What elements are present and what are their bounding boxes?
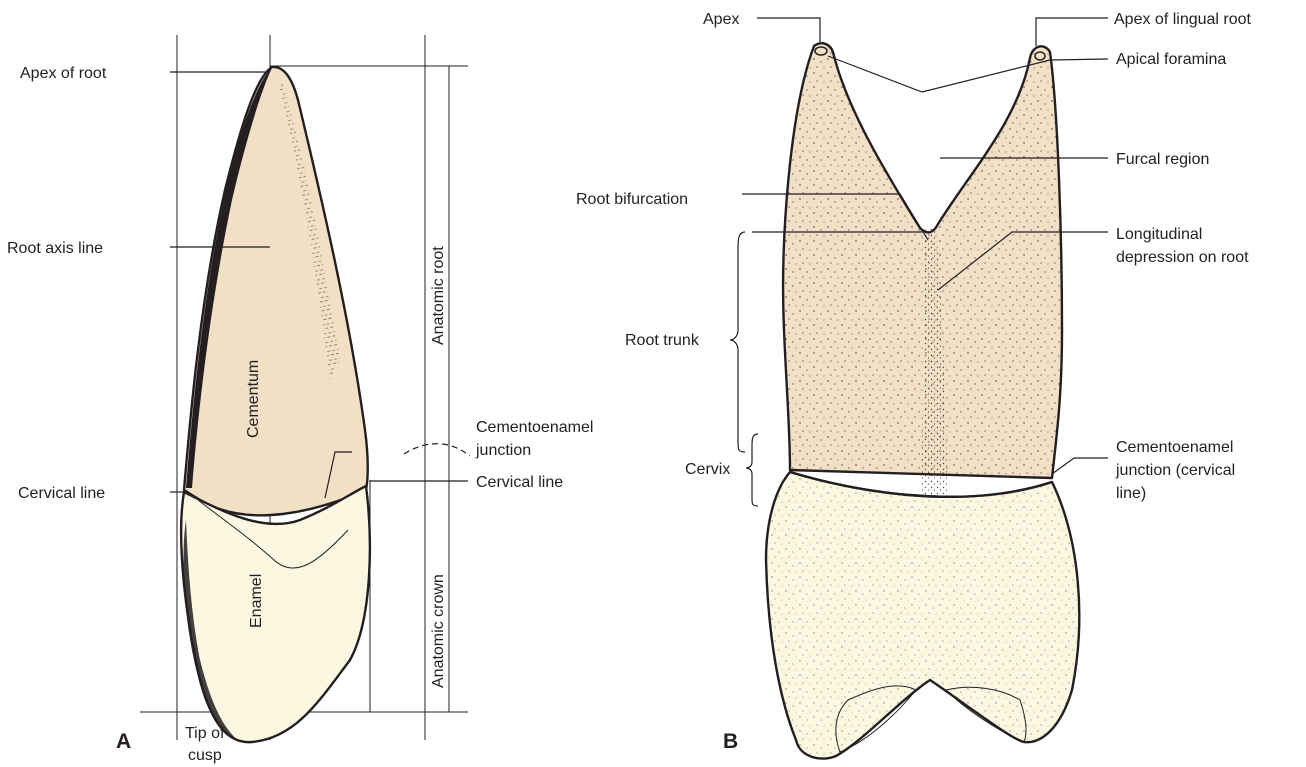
label-root-axis-line: Root axis line — [7, 240, 103, 257]
label-longitudinal-depression-line1: Longitudinal — [1116, 226, 1202, 243]
tooth-b-apex-foramen-left — [815, 47, 827, 55]
label-longitudinal-depression-line2: depression on root — [1116, 249, 1249, 266]
label-enamel: Enamel — [248, 574, 265, 628]
label-apical-foramina: Apical foramina — [1116, 51, 1226, 68]
panel-a — [140, 35, 468, 742]
label-cementum: Cementum — [245, 360, 262, 438]
brace-cervix — [746, 434, 758, 506]
tooth-b-roots-stipple — [783, 43, 1062, 478]
label-cervical-line-right: Cervical line — [476, 474, 563, 491]
panel-b — [766, 43, 1079, 758]
label-root-bifurcation: Root bifurcation — [576, 191, 688, 208]
brace-root-trunk — [730, 232, 745, 452]
tooth-b-crown-stipple — [766, 472, 1079, 759]
label-apex: Apex — [703, 11, 739, 28]
label-cervix: Cervix — [685, 461, 730, 478]
label-cementoenamel-junction-line1: Cementoenamel — [476, 419, 593, 436]
label-apex-of-root: Apex of root — [20, 65, 107, 82]
label-apex-of-lingual-root: Apex of lingual root — [1114, 11, 1252, 28]
label-tip-of-cusp-line1: Tip of — [185, 725, 225, 742]
label-root-trunk: Root trunk — [625, 332, 700, 349]
label-tip-of-cusp-line2: cusp — [188, 747, 222, 764]
panel-letter-a: A — [116, 730, 131, 753]
label-cej-cervical-line-line1: Cementoenamel — [1116, 439, 1233, 456]
label-anatomic-root: Anatomic root — [430, 246, 447, 345]
label-cementoenamel-junction-line2: junction — [475, 442, 531, 459]
label-cej-cervical-line-line2: junction (cervical — [1115, 462, 1235, 479]
label-cej-cervical-line-line3: line) — [1116, 485, 1146, 502]
panel-letter-b: B — [723, 730, 738, 753]
label-cervical-line-left: Cervical line — [18, 485, 105, 502]
label-anatomic-crown: Anatomic crown — [430, 574, 447, 688]
tooth-b-apex-foramen-right — [1035, 52, 1045, 60]
label-furcal-region: Furcal region — [1116, 151, 1209, 168]
